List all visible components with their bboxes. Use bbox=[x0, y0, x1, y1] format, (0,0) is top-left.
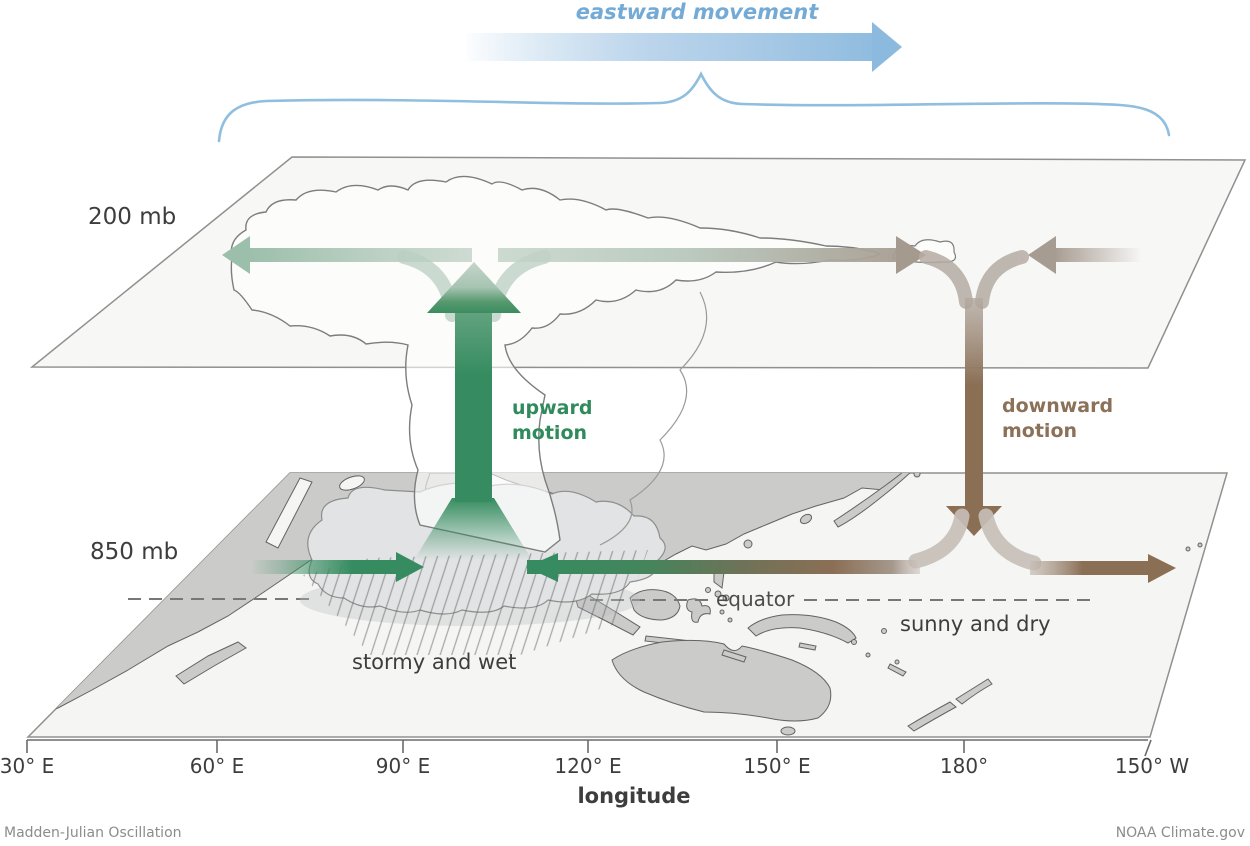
eastward-movement-label: eastward movement bbox=[575, 0, 819, 24]
credit-footer: NOAA Climate.gov bbox=[1115, 825, 1245, 841]
upward-motion-arrow bbox=[414, 262, 532, 560]
axis-tick-30e: 30° E bbox=[0, 754, 55, 778]
axis-title: longitude bbox=[577, 784, 691, 808]
diagram-title-footer: Madden-Julian Oscillation bbox=[4, 825, 182, 841]
upper-level-label: 200 mb bbox=[88, 204, 177, 230]
axis-tick-120e: 120° E bbox=[554, 754, 622, 778]
lower-left-eastward-arrow bbox=[252, 552, 424, 582]
upper-right-westward-arrow bbox=[1028, 236, 1140, 274]
stormy-wet-label: stormy and wet bbox=[352, 650, 517, 674]
downdraft-split-curves bbox=[908, 508, 1042, 571]
lower-right-eastward-arrow bbox=[1030, 554, 1176, 583]
axis-tick-150e: 150° E bbox=[743, 754, 811, 778]
rain-hatching bbox=[303, 550, 648, 655]
axis-tick-90e: 90° E bbox=[375, 754, 431, 778]
equator-label: equator bbox=[716, 587, 795, 611]
longitude-axis bbox=[26, 739, 1152, 757]
sunny-dry-label: sunny and dry bbox=[900, 612, 1051, 636]
brace bbox=[217, 71, 1171, 143]
upward-motion-label: upward motion bbox=[512, 397, 593, 444]
upper-eastward-arrow bbox=[498, 236, 926, 274]
axis-tick-180: 180° bbox=[939, 754, 989, 778]
downward-motion-label: downward motion bbox=[1002, 395, 1114, 442]
equator-line bbox=[128, 598, 1096, 601]
downdraft-convergence-curves bbox=[919, 250, 1029, 309]
lower-level-label: 850 mb bbox=[90, 539, 179, 565]
lower-westward-arrow bbox=[526, 553, 920, 582]
axis-tick-60e: 60° E bbox=[189, 754, 245, 778]
eastward-movement-arrow bbox=[467, 22, 902, 72]
axis-tick-150w: 150° W bbox=[1114, 754, 1190, 778]
